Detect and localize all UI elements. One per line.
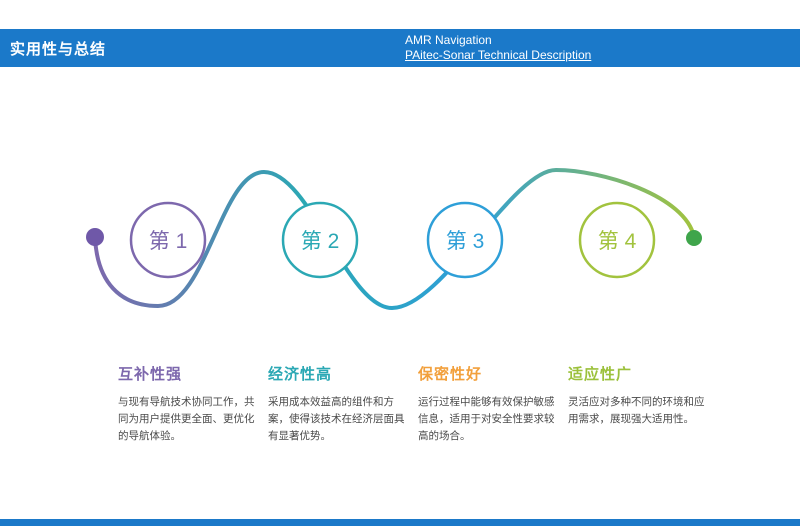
doc-title: AMR Navigation [405,33,492,47]
step4-heading: 适应性广 [568,366,633,383]
slide-header-bar: 实用性与总结 AMR Navigation PAitec-Sonar Techn… [0,29,800,67]
step3-circle-label: 第 3 [446,230,485,253]
curve-end-dot [686,230,702,246]
step1-text-block: 互补性强 与现有导航技术协同工作，共同为用户提供更全面、更优化的导航体验。 [118,363,256,444]
step4-circle [578,201,656,279]
step3-text-block: 保密性好 运行过程中能够有效保护敏感信息，适用于对安全性要求较高的场合。 [418,363,556,444]
footer-bar [0,519,800,526]
step2-circle [281,201,359,279]
step3-description: 运行过程中能够有效保护敏感信息，适用于对安全性要求较高的场合。 [418,396,555,442]
step4-circle-label: 第 4 [598,230,637,253]
step1-circle-label: 第 1 [149,230,188,253]
step3-heading: 保密性好 [418,366,483,383]
curve-start-dot [86,228,104,246]
doc-subtitle-link[interactable]: PAitec-Sonar Technical Description [405,48,592,62]
step4-text-block: 适应性广 灵活应对多种不同的环境和应用需求，展现强大适用性。 [568,363,706,428]
page-title: 实用性与总结 [10,40,107,58]
document-title-block: AMR Navigation PAitec-Sonar Technical De… [405,33,591,63]
step2-description: 采用成本效益高的组件和方案，使得该技术在经济层面具有显著优势。 [268,396,405,442]
step2-circle-label: 第 2 [301,230,340,253]
step3-circle [426,201,504,279]
step1-heading: 互补性强 [118,366,183,383]
step4-description: 灵活应对多种不同的环境和应用需求，展现强大适用性。 [568,396,705,425]
step1-circle [129,201,207,279]
step1-description: 与现有导航技术协同工作，共同为用户提供更全面、更优化的导航体验。 [118,396,255,442]
step2-heading: 经济性高 [268,366,333,383]
step2-text-block: 经济性高 采用成本效益高的组件和方案，使得该技术在经济层面具有显著优势。 [268,363,406,444]
